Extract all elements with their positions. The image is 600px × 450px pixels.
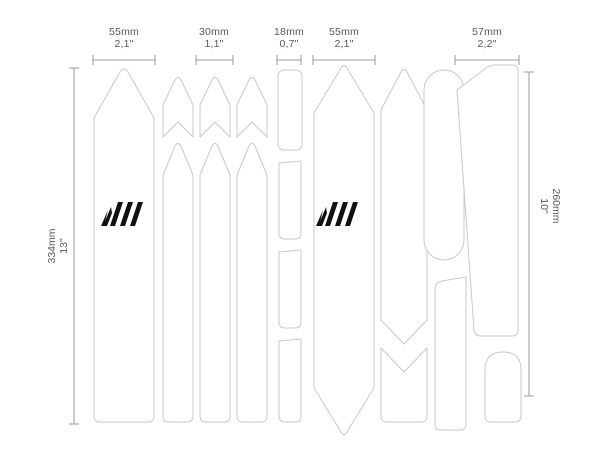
piece-strip-a-bottom <box>162 143 194 423</box>
piece-notched-bottom <box>380 347 428 423</box>
piece-strip-c-bottom <box>236 143 268 423</box>
dim-label-334mm: 334mm <box>46 206 58 286</box>
piece-tab-2 <box>278 160 302 240</box>
vertical-dimension-lines <box>69 67 534 425</box>
piece-strip-a-top <box>162 77 194 138</box>
piece-tab-4 <box>278 338 302 423</box>
top-dimension-lines <box>92 55 520 65</box>
piece-main-left <box>93 68 155 423</box>
dim-value-inch: 2,2" <box>477 38 497 50</box>
logo-left <box>101 202 143 226</box>
dim-value-inch: 2,1" <box>334 38 354 50</box>
dim-label-334mm-inch: 13" <box>58 206 70 286</box>
dim-value-inch: 1,1" <box>204 38 224 50</box>
dim-line-57mm <box>454 55 520 65</box>
dim-line-55mm-right <box>312 55 376 65</box>
dim-line-30mm <box>195 55 234 65</box>
dim-value-mm: 18mm <box>274 26 304 38</box>
dim-label-55mm-left: 55mm 2,1" <box>94 26 154 50</box>
dim-value-inch: 13" <box>58 238 70 254</box>
piece-tab-3 <box>278 249 302 329</box>
dim-value-mm: 334mm <box>46 228 58 264</box>
dim-line-334mm <box>69 67 79 425</box>
dim-label-57mm: 57mm 2,2" <box>457 26 517 50</box>
dim-value-mm: 55mm <box>109 26 139 38</box>
dim-value-inch: 10" <box>538 198 550 214</box>
dim-value-mm: 30mm <box>199 26 229 38</box>
dim-label-260mm: 260mm <box>550 166 562 246</box>
piece-strip-c-top <box>236 77 268 138</box>
dim-value-inch: 0,7" <box>279 38 299 50</box>
dim-value-mm: 55mm <box>329 26 359 38</box>
piece-angled-small <box>484 351 522 423</box>
dim-value-mm: 260mm <box>550 188 562 224</box>
dim-value-inch: 2,1" <box>114 38 134 50</box>
dim-value-mm: 57mm <box>472 26 502 38</box>
piece-angled-large <box>456 64 519 337</box>
dim-label-30mm: 30mm 1,1" <box>184 26 244 50</box>
dim-line-260mm <box>524 71 534 397</box>
piece-tab-1 <box>277 69 303 151</box>
dim-label-55mm-right: 55mm 2,1" <box>314 26 374 50</box>
piece-strip-b-bottom <box>199 143 231 423</box>
dim-line-55mm-left <box>92 55 156 65</box>
dim-line-18mm <box>276 55 302 65</box>
piece-notched-top <box>380 69 428 345</box>
dim-label-18mm: 18mm 0,7" <box>259 26 319 50</box>
piece-strip-b-top <box>199 77 231 138</box>
dim-label-260mm-inch: 10" <box>538 166 550 246</box>
piece-taper <box>434 276 467 431</box>
piece-main-right <box>313 65 375 435</box>
logo-right <box>316 202 358 226</box>
